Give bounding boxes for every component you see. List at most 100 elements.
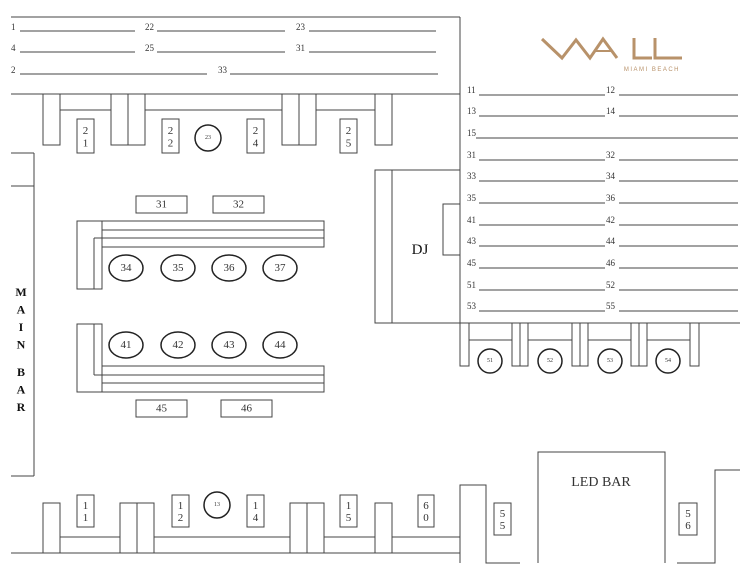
list-label: 36 [606, 193, 616, 203]
table-label: 2 [178, 512, 184, 524]
table-24[interactable]: 24 [246, 118, 265, 154]
table-label: 1 [346, 500, 352, 512]
table-label: 2 [253, 125, 259, 137]
table-label: 2 [168, 125, 174, 137]
divider-post [519, 322, 529, 367]
table-42[interactable]: 42 [160, 331, 196, 359]
table-label: 34 [121, 262, 133, 274]
list-label: 31 [467, 150, 476, 160]
list-label: 23 [296, 22, 306, 32]
table-label: 5 [346, 137, 352, 149]
table-12[interactable]: 12 [171, 494, 190, 528]
table-45[interactable]: 45 [135, 399, 188, 418]
table-label: 6 [685, 520, 691, 532]
table-21[interactable]: 21 [76, 118, 95, 154]
table-label: 44 [275, 339, 287, 351]
list-label: 34 [606, 171, 616, 181]
dividers [42, 93, 700, 554]
table-label: 1 [178, 500, 184, 512]
table-label: 5 [500, 520, 506, 532]
divider-post [119, 502, 138, 554]
list-label: 13 [467, 106, 477, 116]
list-label: 33 [218, 65, 228, 75]
table-46[interactable]: 46 [220, 399, 273, 418]
table-37[interactable]: 37 [262, 254, 298, 282]
table-label: 0 [423, 512, 429, 524]
table-label: 43 [224, 339, 236, 351]
table-label: 31 [156, 199, 167, 211]
table-label: 35 [173, 262, 185, 274]
list-label: 15 [467, 128, 477, 138]
table-15[interactable]: 15 [339, 494, 358, 528]
table-label: 45 [156, 403, 168, 415]
table-32[interactable]: 32 [212, 195, 265, 214]
table-label: 41 [121, 339, 132, 351]
table-label: 53 [607, 358, 613, 364]
dj-booth: DJ [374, 169, 461, 324]
table-13[interactable]: 13 [203, 491, 231, 519]
divider-post [289, 502, 308, 554]
list-label: 2 [11, 65, 16, 75]
list-label: 42 [606, 215, 615, 225]
table-25[interactable]: 25 [339, 118, 358, 154]
table-label: 36 [224, 262, 236, 274]
table-11[interactable]: 11 [76, 494, 95, 528]
led-bar-label: LED BAR [571, 475, 631, 490]
divider-post [306, 502, 325, 554]
table-label: 6 [423, 500, 429, 512]
divider-post [136, 502, 155, 554]
table-53[interactable]: 53 [597, 348, 623, 374]
table-43[interactable]: 43 [211, 331, 247, 359]
divider-post [42, 93, 61, 146]
divider-post [42, 502, 61, 554]
table-44[interactable]: 44 [262, 331, 298, 359]
list-label: 51 [467, 280, 476, 290]
table-label: 4 [253, 137, 259, 149]
table-34[interactable]: 34 [108, 254, 144, 282]
table-label: 2 [346, 125, 352, 137]
table-label: 13 [214, 502, 220, 508]
table-54[interactable]: 54 [655, 348, 681, 374]
table-41[interactable]: 41 [108, 331, 144, 359]
table-label: 4 [253, 512, 259, 524]
table-36[interactable]: 36 [211, 254, 247, 282]
list-label: 32 [606, 150, 615, 160]
list-label: 31 [296, 43, 305, 53]
table-22[interactable]: 22 [161, 118, 180, 154]
table-60[interactable]: 60 [417, 494, 435, 528]
list-label: 12 [606, 85, 615, 95]
table-51[interactable]: 51 [477, 348, 503, 374]
table-label: 1 [83, 512, 89, 524]
table-52[interactable]: 52 [537, 348, 563, 374]
table-label: 2 [168, 137, 174, 149]
list-label: 22 [145, 22, 154, 32]
list-label: 4 [11, 43, 16, 53]
list-label: 53 [467, 301, 477, 311]
table-label: 5 [685, 508, 691, 520]
table-35[interactable]: 35 [160, 254, 196, 282]
table-label: 5 [500, 508, 506, 520]
divider-post [459, 322, 470, 367]
list-label: 25 [145, 43, 155, 53]
divider-post [110, 93, 129, 146]
divider-post [638, 322, 648, 367]
walls [11, 16, 740, 564]
table-31[interactable]: 31 [135, 195, 188, 214]
table-label: 1 [253, 500, 259, 512]
list-label: 44 [606, 236, 616, 246]
list-label: 46 [606, 258, 616, 268]
table-56[interactable]: 56 [678, 502, 698, 536]
table-23[interactable]: 23 [194, 124, 222, 152]
table-label: 1 [83, 500, 89, 512]
list-label: 11 [467, 85, 476, 95]
led-bar: LED BAR [537, 451, 666, 563]
list-label: 41 [467, 215, 476, 225]
table-label: 37 [275, 262, 287, 274]
table-label: 2 [83, 125, 89, 137]
table-14[interactable]: 14 [246, 494, 265, 528]
divider-post [571, 322, 581, 367]
table-55[interactable]: 55 [493, 502, 512, 536]
dj-label: DJ [412, 242, 429, 258]
